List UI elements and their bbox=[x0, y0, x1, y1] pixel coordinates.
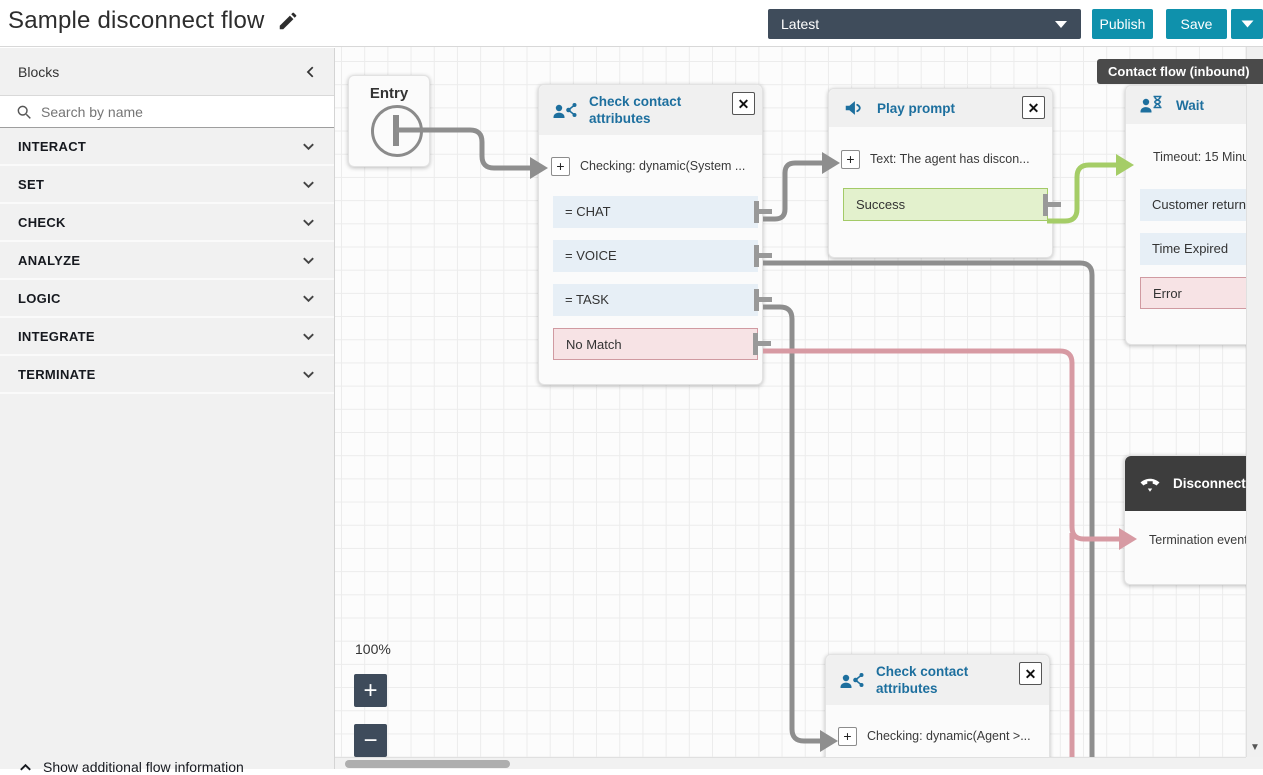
connector-task-to-check2 bbox=[763, 304, 820, 744]
expand-parameter-button[interactable]: + bbox=[838, 726, 857, 746]
disconnect-block[interactable]: Disconnect Termination event bbox=[1124, 455, 1263, 585]
caret-down-icon bbox=[1054, 20, 1068, 29]
branch-voice: = VOICE bbox=[553, 240, 772, 272]
branch-no-match: No Match bbox=[553, 328, 771, 360]
sidebar-category-integrate[interactable]: INTEGRATE bbox=[0, 318, 334, 356]
close-icon[interactable]: ✕ bbox=[1019, 662, 1042, 685]
blocks-panel-header: Blocks bbox=[0, 48, 334, 95]
flow-canvas[interactable]: Entry Check contact attributes ✕ + Check… bbox=[335, 47, 1263, 769]
check-contact-attributes-block-2[interactable]: Check contact attributes ✕ + Checking: d… bbox=[825, 654, 1050, 769]
horizontal-scrollbar-thumb[interactable] bbox=[345, 760, 510, 768]
block-header: Wait bbox=[1126, 86, 1263, 124]
top-bar: Sample disconnect flow Latest Publish Sa… bbox=[0, 0, 1263, 47]
flow-name: Sample disconnect flow bbox=[8, 7, 265, 34]
output-handle[interactable] bbox=[753, 333, 771, 355]
close-icon[interactable]: ✕ bbox=[1022, 96, 1045, 119]
chevron-up-icon bbox=[18, 760, 33, 775]
scrollbar-corner bbox=[1246, 757, 1263, 769]
block-parameter: Termination event bbox=[1149, 533, 1248, 547]
collapse-panel-icon[interactable] bbox=[304, 65, 318, 79]
search-input[interactable] bbox=[41, 103, 324, 120]
block-header: Play prompt bbox=[829, 89, 1052, 127]
blocks-panel: Blocks INTERACT SET CHECK ANALYZE LOGIC … bbox=[0, 48, 335, 775]
vertical-scrollbar[interactable]: ▼ bbox=[1246, 47, 1263, 757]
chevron-down-icon bbox=[301, 215, 316, 230]
entry-block[interactable]: Entry bbox=[348, 75, 430, 167]
check-contact-attributes-block-1[interactable]: Check contact attributes ✕ + Checking: d… bbox=[538, 84, 772, 385]
branch-task: = TASK bbox=[553, 284, 772, 316]
chevron-down-icon bbox=[301, 139, 316, 154]
output-handle[interactable] bbox=[1043, 193, 1061, 216]
person-hourglass-icon bbox=[1139, 94, 1165, 116]
show-flow-info-link[interactable]: Show additional flow information bbox=[18, 759, 244, 775]
page-title: Sample disconnect flow bbox=[8, 7, 299, 35]
output-handle[interactable] bbox=[754, 245, 772, 267]
flow-connectors bbox=[393, 115, 1137, 759]
sidebar-category-terminate[interactable]: TERMINATE bbox=[0, 356, 334, 394]
person-branch-icon bbox=[839, 669, 865, 691]
chevron-down-icon bbox=[301, 291, 316, 306]
block-parameter: + Checking: dynamic(Agent >... bbox=[826, 724, 1049, 748]
save-button[interactable]: Save bbox=[1166, 9, 1227, 39]
wait-block[interactable]: Wait ✕ Timeout: 15 Minutes Customer retu… bbox=[1125, 85, 1263, 345]
flow-type-badge: Contact flow (inbound) bbox=[1097, 59, 1263, 84]
edit-title-icon[interactable] bbox=[277, 10, 299, 32]
output-handle[interactable] bbox=[754, 289, 772, 311]
branch-customer-returned: Customer returned bbox=[1140, 189, 1263, 221]
sidebar-category-logic[interactable]: LOGIC bbox=[0, 280, 334, 318]
connector-nomatch-to-disconnect bbox=[763, 348, 1119, 542]
entry-output-handle[interactable] bbox=[371, 105, 423, 157]
horizontal-scrollbar[interactable] bbox=[335, 757, 1246, 769]
block-header: Disconnect bbox=[1125, 456, 1263, 511]
search-icon bbox=[16, 104, 32, 120]
block-parameter: + Checking: dynamic(System ... bbox=[539, 154, 762, 178]
close-icon[interactable]: ✕ bbox=[732, 92, 755, 115]
zoom-out-button[interactable]: − bbox=[354, 724, 387, 757]
phone-hangup-icon bbox=[1138, 474, 1162, 494]
expand-parameter-button[interactable]: + bbox=[841, 149, 860, 169]
entry-block-title: Entry bbox=[369, 85, 409, 102]
chevron-down-icon bbox=[301, 329, 316, 344]
output-handle[interactable] bbox=[754, 201, 772, 223]
block-title: Check contact attributes bbox=[589, 94, 682, 126]
person-branch-icon bbox=[552, 99, 578, 121]
sidebar-category-check[interactable]: CHECK bbox=[0, 204, 334, 242]
zoom-in-button[interactable]: + bbox=[354, 674, 387, 707]
block-parameter: Timeout: 15 Minutes bbox=[1153, 150, 1263, 164]
block-title: Play prompt bbox=[877, 100, 956, 116]
zoom-level: 100% bbox=[355, 641, 391, 657]
speaker-icon bbox=[842, 97, 866, 119]
block-header: Check contact attributes bbox=[539, 85, 762, 135]
sidebar-category-set[interactable]: SET bbox=[0, 166, 334, 204]
play-prompt-block[interactable]: Play prompt ✕ + Text: The agent has disc… bbox=[828, 88, 1061, 258]
publish-button[interactable]: Publish bbox=[1092, 9, 1153, 39]
blocks-panel-title: Blocks bbox=[18, 63, 60, 80]
version-selector[interactable]: Latest bbox=[768, 9, 1081, 39]
chevron-down-icon bbox=[301, 253, 316, 268]
block-title: Check contact attributes bbox=[876, 664, 969, 696]
block-title: Wait bbox=[1176, 97, 1204, 113]
sidebar-category-analyze[interactable]: ANALYZE bbox=[0, 242, 334, 280]
block-title: Disconnect bbox=[1173, 476, 1246, 491]
branch-chat: = CHAT bbox=[553, 196, 772, 228]
sidebar-category-interact[interactable]: INTERACT bbox=[0, 128, 334, 166]
block-header: Check contact attributes bbox=[826, 655, 1049, 705]
branch-success: Success bbox=[843, 188, 1061, 221]
branch-time-expired: Time Expired bbox=[1140, 233, 1263, 265]
expand-parameter-button[interactable]: + bbox=[551, 156, 570, 176]
save-options-button[interactable] bbox=[1231, 9, 1263, 39]
branch-error: Error bbox=[1140, 277, 1263, 309]
block-search bbox=[0, 95, 334, 128]
version-label: Latest bbox=[781, 16, 820, 32]
chevron-down-icon bbox=[301, 177, 316, 192]
block-parameter: + Text: The agent has discon... bbox=[829, 147, 1052, 171]
chevron-down-icon bbox=[301, 367, 316, 382]
scroll-down-arrow-icon[interactable]: ▼ bbox=[1250, 742, 1260, 753]
